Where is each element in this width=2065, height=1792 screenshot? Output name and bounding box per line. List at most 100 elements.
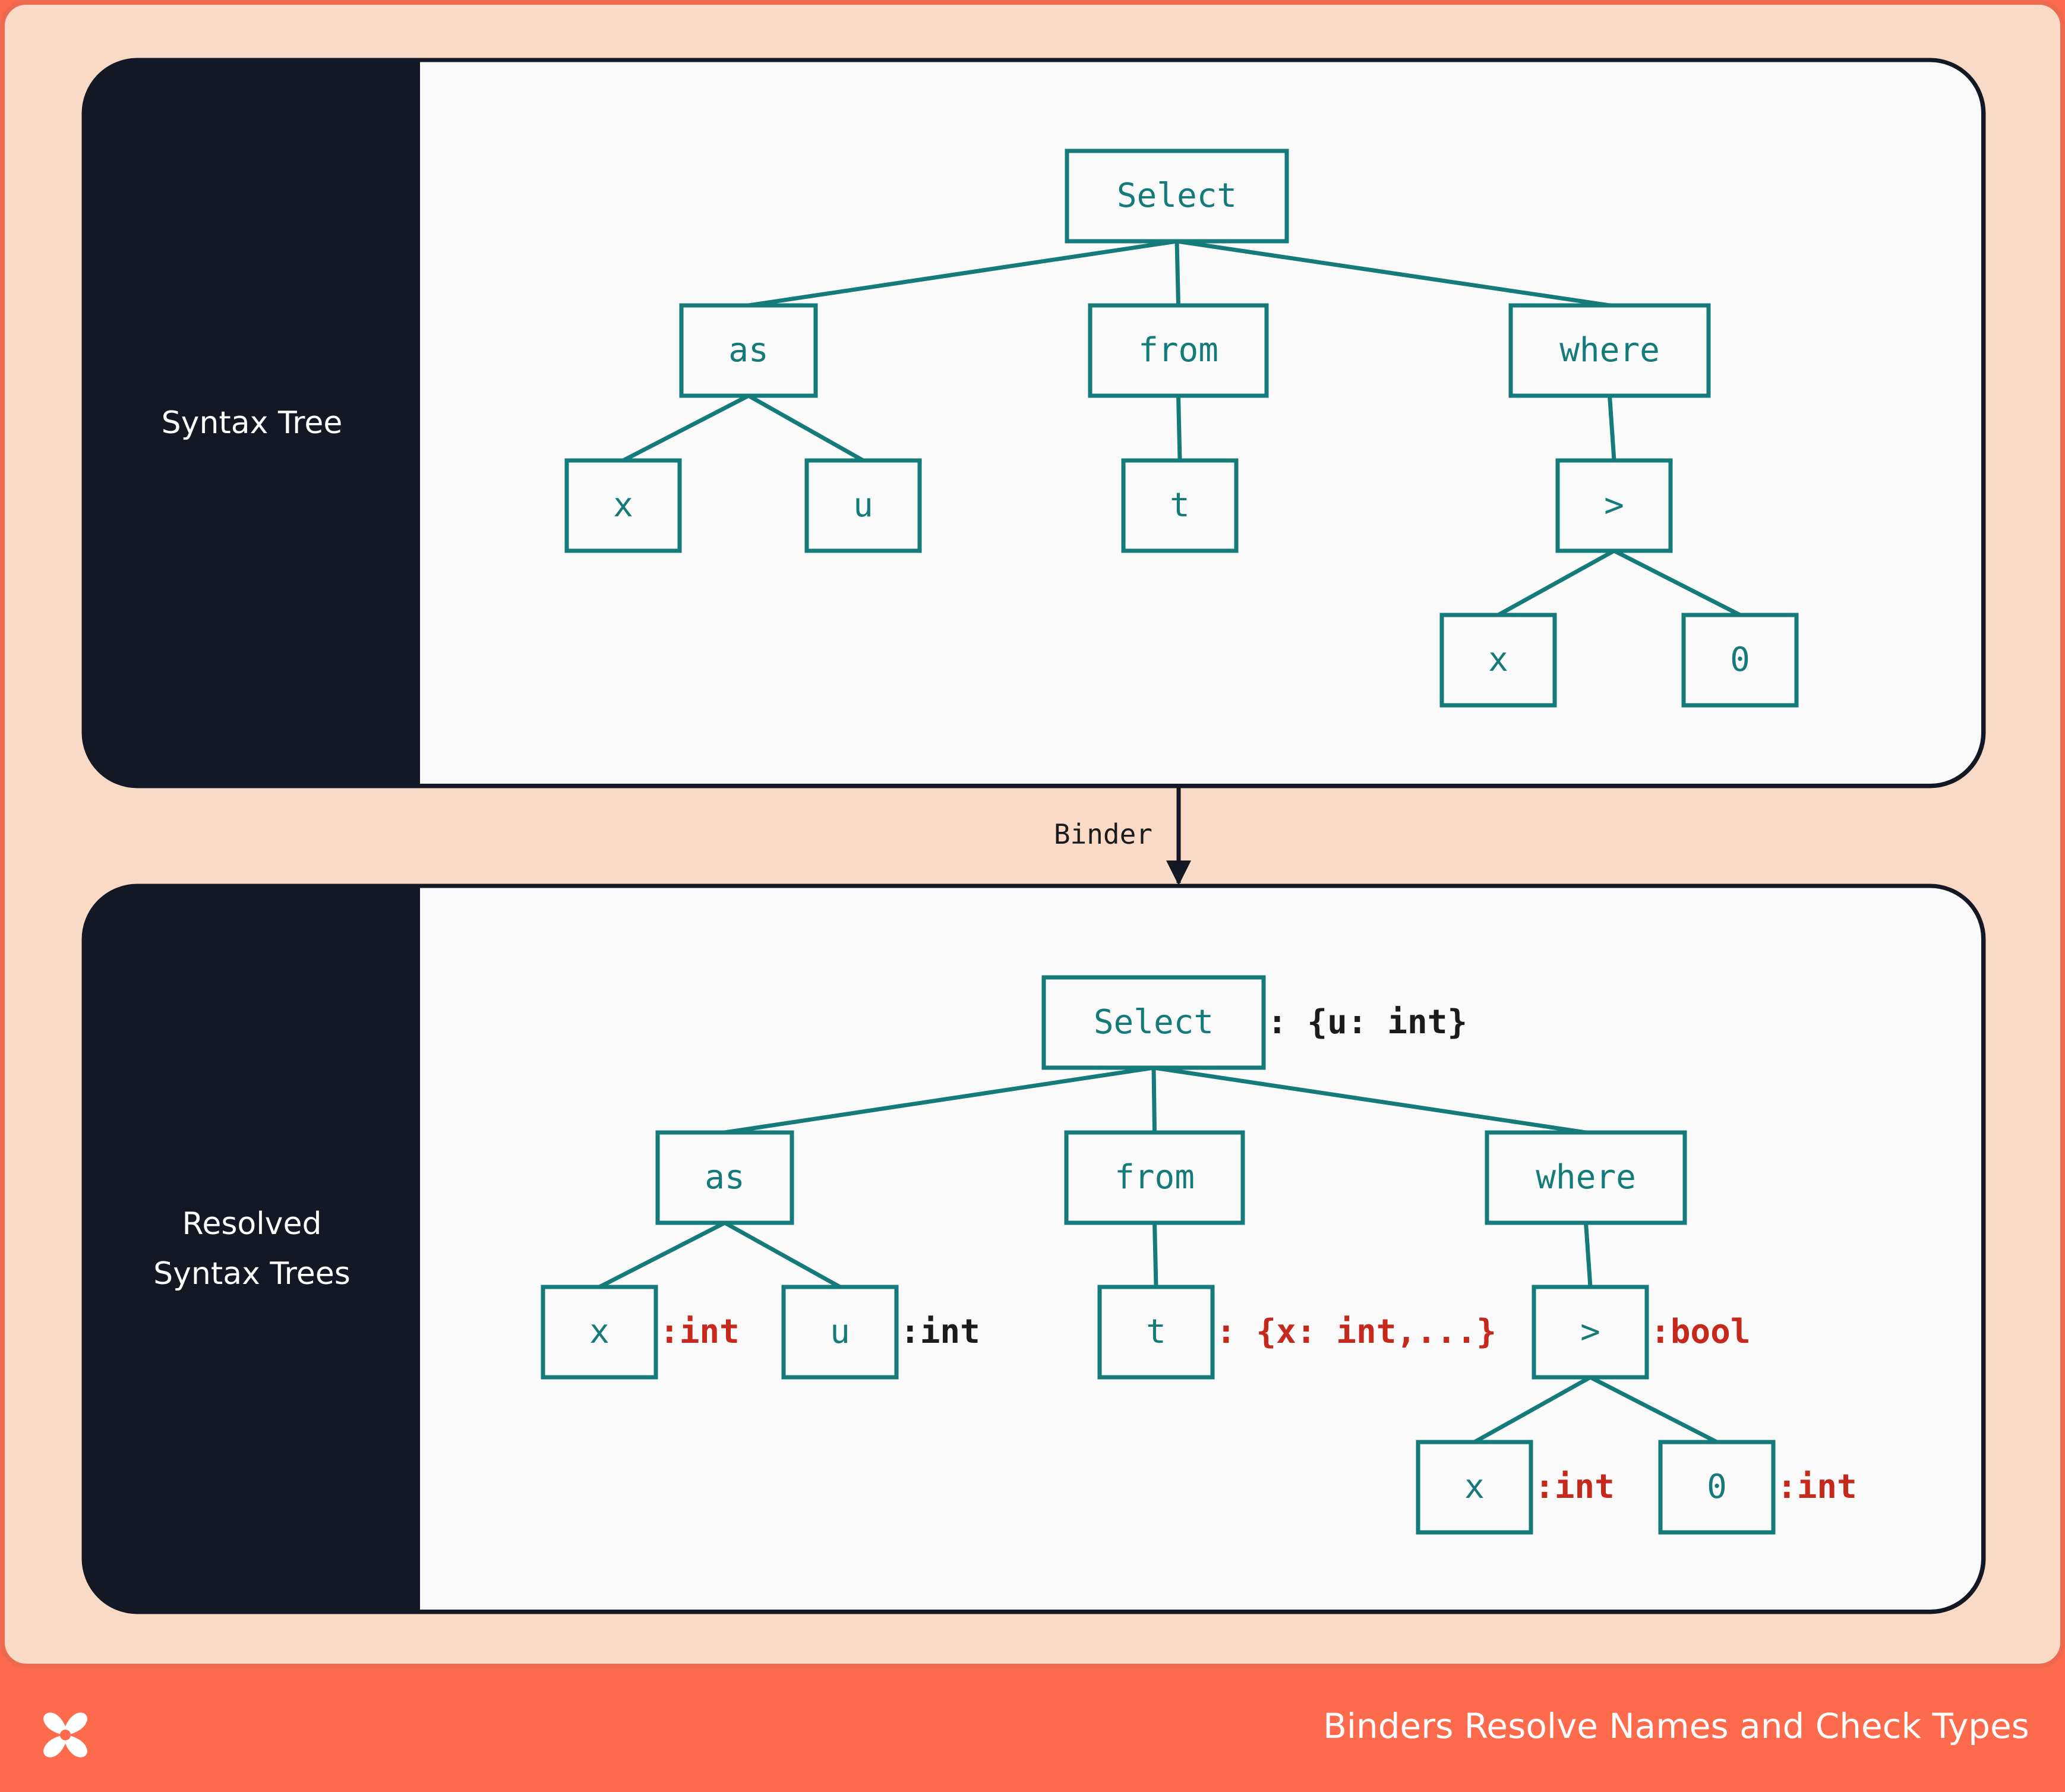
resolved-edge-from-t (1153, 1222, 1158, 1288)
node-label: where (1536, 1158, 1636, 1197)
node-box (1439, 613, 1557, 708)
node-box (655, 1130, 794, 1225)
node-box (1097, 1285, 1215, 1380)
resolved-edge-as-x1 (598, 1220, 726, 1289)
resolved-node-t: t : {x: int,...} (1097, 1285, 1496, 1380)
syntax-edge-select-where (1176, 239, 1611, 308)
resolved-node-as: as (655, 1130, 794, 1225)
syntax-tree-panel: Select as from where x u t > x 0 (81, 58, 1986, 788)
node-box (1555, 458, 1673, 553)
node-label: as (728, 331, 768, 370)
syntax-node-gt: > (1555, 458, 1673, 553)
node-label: > (1580, 1313, 1600, 1351)
syntax-edge-as-u (747, 393, 864, 463)
syntax-edge-gt-x2 (1497, 548, 1615, 617)
resolved-edge-select-where (1153, 1065, 1587, 1135)
node-label: x (1464, 1468, 1485, 1506)
resolved-edge-select-as (724, 1065, 1154, 1135)
node-box (1532, 1285, 1649, 1380)
node-label: as (705, 1158, 744, 1197)
syntax-node-x2: x (1439, 613, 1557, 708)
syntax-edge-select-as (748, 239, 1177, 308)
resolved-tree-panel: Select : {u: int} as from where x :int u :int t : … (81, 884, 1986, 1614)
panel-label-syntax-tree: Syntax Tree (161, 405, 343, 441)
syntax-edge-select-from (1174, 241, 1180, 306)
resolved-node-from: from (1064, 1130, 1245, 1225)
node-label: u (853, 486, 873, 525)
resolved-edge-where-gt (1584, 1222, 1593, 1288)
syntax-node-where: where (1508, 303, 1711, 398)
resolved-node-select: Select : {u: int} (1041, 975, 1467, 1070)
type-annotation: :int (1534, 1468, 1615, 1506)
resolved-syntax-tree: Select : {u: int} as from where x :int u :int t : … (541, 975, 1857, 1535)
syntax-node-u: u (804, 458, 922, 553)
syntax-node-select: Select (1065, 149, 1289, 244)
node-box (1508, 303, 1711, 398)
type-annotation: :int (1777, 1468, 1857, 1506)
node-label: from (1114, 1158, 1195, 1197)
resolved-node-x2: x :int (1416, 1440, 1615, 1535)
node-box (804, 458, 922, 553)
node-label: t (1146, 1313, 1166, 1351)
panel-content-bg (420, 62, 1981, 784)
syntax-edge-as-x1 (622, 393, 750, 463)
node-label: from (1138, 331, 1218, 370)
type-annotation: : {x: int,...} (1216, 1313, 1496, 1351)
resolved-node-x1: x :int (541, 1285, 740, 1380)
panel-border (81, 884, 1986, 1614)
node-label: x (1488, 641, 1508, 679)
syntax-edge-gt-zero (1613, 548, 1741, 617)
syntax-node-t: t (1121, 458, 1239, 553)
footer-title: Binders Resolve Names and Check Types (1323, 1706, 2029, 1746)
type-annotation: :int (900, 1313, 980, 1351)
node-label: > (1604, 486, 1624, 525)
syntax-node-as: as (679, 303, 818, 398)
node-box (1065, 149, 1289, 244)
node-box (564, 458, 682, 553)
node-box (1416, 1440, 1533, 1535)
type-annotation: :int (659, 1313, 740, 1351)
syntax-node-from: from (1088, 303, 1269, 398)
node-label: 0 (1730, 641, 1750, 679)
resolved-edge-as-u (724, 1220, 841, 1289)
resolved-edge-gt-zero (1589, 1375, 1718, 1444)
node-label: t (1170, 486, 1190, 525)
resolved-edge-select-from (1151, 1067, 1157, 1133)
node-box (1681, 613, 1799, 708)
syntax-edge-where-gt (1608, 395, 1616, 461)
type-annotation: :bool (1650, 1313, 1751, 1351)
node-box (1088, 303, 1269, 398)
resolved-node-where: where (1485, 1130, 1687, 1225)
node-box (1485, 1130, 1687, 1225)
resolved-node-gt: > :bool (1532, 1285, 1751, 1380)
type-annotation: : {u: int} (1267, 1003, 1467, 1042)
syntax-node-zero: 0 (1681, 613, 1799, 708)
node-box (1041, 975, 1266, 1070)
panel-border (81, 58, 1986, 788)
resolved-node-u: u :int (781, 1285, 980, 1380)
resolved-node-zero: 0 :int (1658, 1440, 1857, 1535)
panel-content-bg (420, 888, 1981, 1610)
node-box (541, 1285, 658, 1380)
x-logo-icon (43, 1712, 87, 1758)
binder-label: Binder (1054, 818, 1153, 850)
node-box (1658, 1440, 1776, 1535)
node-box (679, 303, 818, 398)
panel-label-resolved-trees: Resolved Syntax Trees (153, 1206, 351, 1292)
node-label: x (613, 486, 633, 525)
node-box (1121, 458, 1239, 553)
syntax-node-x1: x (564, 458, 682, 553)
node-label: Select (1094, 1003, 1214, 1042)
node-box (1064, 1130, 1245, 1225)
resolved-edge-gt-x2 (1473, 1375, 1592, 1444)
node-label: u (830, 1313, 850, 1351)
node-label: where (1559, 331, 1660, 370)
syntax-edge-from-t (1176, 395, 1182, 461)
syntax-tree: Select as from where x u t > x 0 (564, 149, 1799, 708)
node-label: 0 (1707, 1468, 1727, 1506)
node-box (781, 1285, 899, 1380)
node-label: Select (1117, 176, 1237, 215)
node-label: x (589, 1313, 610, 1351)
